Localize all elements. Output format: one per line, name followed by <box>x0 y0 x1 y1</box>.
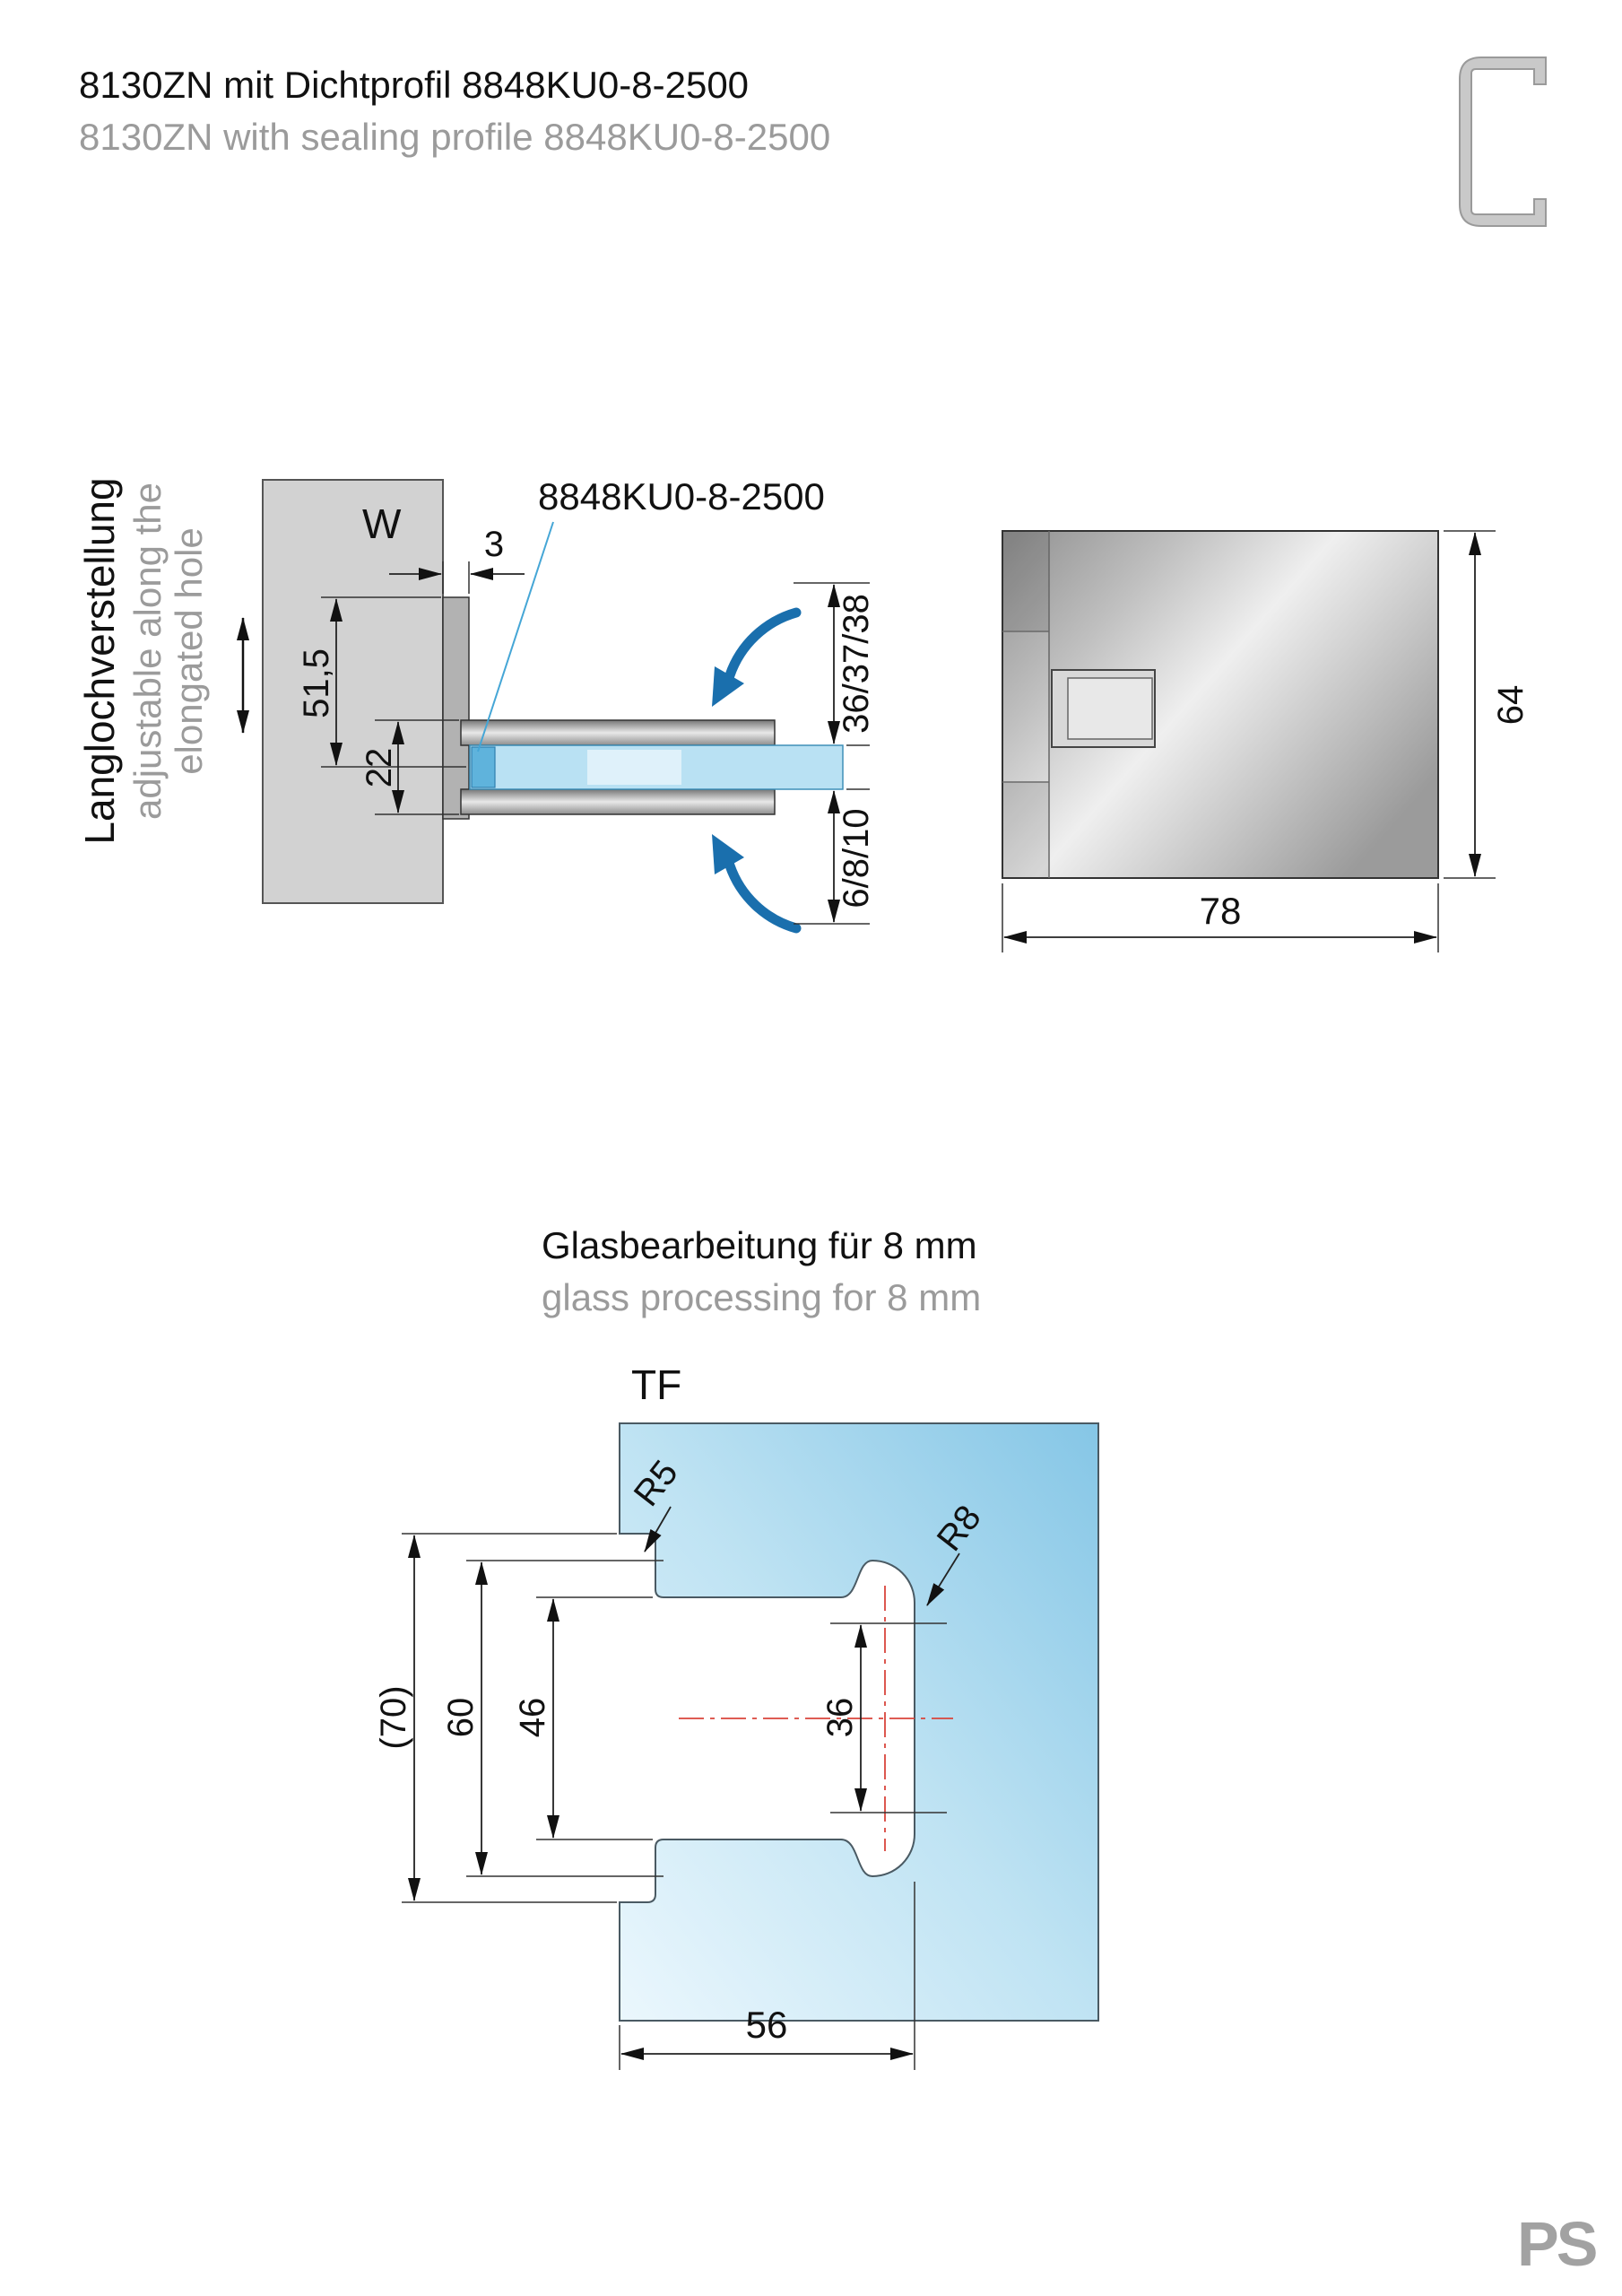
dim-36-37-38-label: 36/37/38 <box>837 594 876 734</box>
dim-46: 46 <box>513 1596 653 1840</box>
sealing-profile-piece <box>471 746 496 788</box>
dim-60: 60 <box>441 1560 664 1877</box>
dim-64: 64 <box>1444 530 1531 879</box>
c-profile-icon <box>1459 57 1547 227</box>
page-title: 8130ZN mit Dichtprofil 8848KU0-8-2500 81… <box>79 59 830 163</box>
dim-6-8-10-label: 6/8/10 <box>837 808 876 908</box>
dim-56: 56 <box>619 1882 915 2070</box>
dim-78: 78 <box>1002 883 1439 952</box>
body-step-top <box>1003 532 1049 631</box>
swing-arrow-top <box>712 607 802 707</box>
door-leaf-label: TF <box>631 1361 681 1408</box>
dim-56-label: 56 <box>746 2004 788 2046</box>
dim-6-8-10: 6/8/10 <box>794 788 876 925</box>
glass-pane-with-cutout <box>619 1422 1099 2022</box>
seal-part-label: 8848KU0-8-2500 <box>538 475 825 517</box>
glass-section-title: Glasbearbeitung für 8 mm glass processin… <box>542 1220 981 1324</box>
side-view-drawing: W 3 51,5 22 8848KU0-8-2500 <box>237 475 876 934</box>
dim-78-label: 78 <box>1200 890 1242 932</box>
wall-side-label: W <box>362 500 402 547</box>
page-title-de: 8130ZN mit Dichtprofil 8848KU0-8-2500 <box>79 64 750 106</box>
dim-36-37-38: 36/37/38 <box>794 582 876 746</box>
ps-logo: PS <box>1517 2209 1598 2279</box>
dim-70: (70) <box>374 1533 617 1903</box>
seal-leader-line <box>477 521 554 752</box>
wall-mount-profile <box>442 596 470 820</box>
page-title-en: 8130ZN with sealing profile 8848KU0-8-25… <box>79 115 831 158</box>
clamp-plate-lower <box>460 788 776 815</box>
dim-22: 22 <box>360 719 459 815</box>
glass-section-title-de: Glasbearbeitung für 8 mm <box>542 1224 977 1266</box>
body-step-bottom <box>1003 783 1049 877</box>
dim-46-label: 46 <box>513 1698 552 1738</box>
dim-70-label: (70) <box>374 1685 413 1749</box>
wall-block <box>262 479 444 904</box>
dim-51-5: 51,5 <box>297 596 466 768</box>
dim-51-5-label: 51,5 <box>297 648 336 718</box>
front-view-drawing: 64 78 <box>1002 530 1531 952</box>
glass-section-title-en: glass processing for 8 mm <box>542 1275 982 1318</box>
swing-arrow-bottom <box>712 834 802 934</box>
glass-highlight <box>587 750 681 785</box>
dim-3-label: 3 <box>484 525 504 564</box>
dim-3: 3 <box>389 525 525 594</box>
dim-22-label: 22 <box>360 748 399 788</box>
glass-processing-drawing: TF (70) 60 46 <box>374 1361 1099 2070</box>
clamp-plate-upper <box>460 719 776 746</box>
dim-36-label: 36 <box>820 1698 860 1738</box>
elongated-hole-inner <box>1067 677 1153 740</box>
dim-64-label: 64 <box>1491 685 1531 726</box>
dim-60-label: 60 <box>441 1698 481 1738</box>
dim-36: 36 <box>820 1622 947 1813</box>
